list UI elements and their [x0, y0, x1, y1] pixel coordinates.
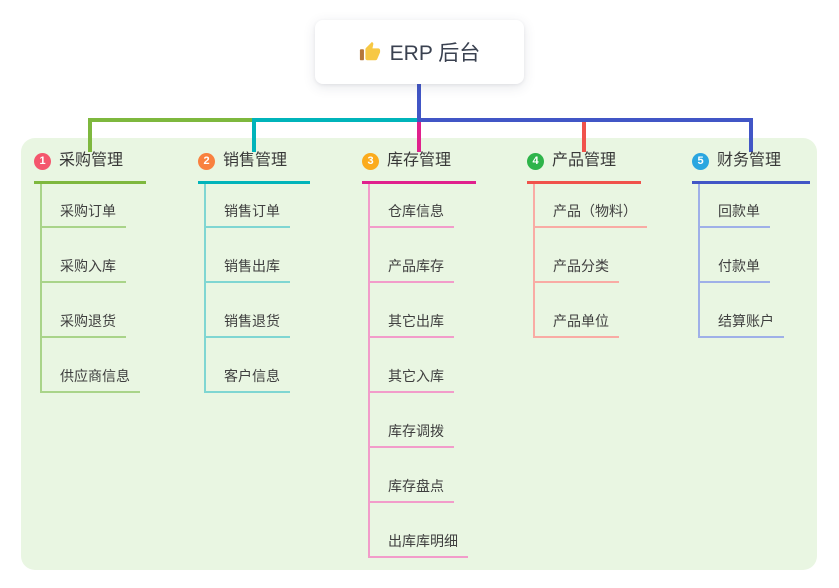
child-node[interactable]: 库存盘点: [370, 448, 454, 503]
branch-drop-3: [417, 122, 421, 152]
branch-3-label: 库存管理: [387, 152, 452, 169]
branch-3: 3 库存管理仓库信息产品库存其它出库其它入库库存调拨库存盘点出库库明细: [362, 150, 476, 558]
branch-4-children: 产品（物料）产品分类产品单位: [533, 184, 647, 338]
child-node[interactable]: 销售退货: [206, 283, 290, 338]
child-node[interactable]: 出库库明细: [370, 503, 468, 558]
branch-2-number-badge: 2: [198, 152, 215, 170]
branch-1-label: 采购管理: [59, 152, 124, 169]
branch-5-heading[interactable]: 5 财务管理: [692, 150, 810, 184]
branch-5-number-badge: 5: [692, 152, 709, 170]
branch-2: 2 销售管理销售订单销售出库销售退货客户信息: [198, 150, 310, 393]
root-stem: [417, 84, 421, 122]
root-node-erp[interactable]: ERP 后台: [315, 20, 524, 84]
branch-drop-4: [582, 118, 586, 152]
bus-segment-teal: [252, 118, 420, 122]
branch-1: 1 采购管理采购订单采购入库采购退货供应商信息: [34, 150, 146, 393]
branch-5: 5 财务管理回款单付款单结算账户: [692, 150, 810, 338]
branch-4-heading[interactable]: 4 产品管理: [527, 150, 641, 184]
branches-panel: [21, 138, 817, 570]
child-node[interactable]: 付款单: [700, 228, 770, 283]
branch-2-heading[interactable]: 2 销售管理: [198, 150, 310, 184]
child-node[interactable]: 产品（物料）: [535, 184, 647, 228]
branch-drop-2: [252, 118, 256, 152]
child-node[interactable]: 产品分类: [535, 228, 619, 283]
child-node[interactable]: 供应商信息: [42, 338, 140, 393]
child-node[interactable]: 采购订单: [42, 184, 126, 228]
branch-5-children: 回款单付款单结算账户: [698, 184, 810, 338]
child-node[interactable]: 仓库信息: [370, 184, 454, 228]
branch-1-children: 采购订单采购入库采购退货供应商信息: [40, 184, 146, 393]
child-node[interactable]: 客户信息: [206, 338, 290, 393]
child-node[interactable]: 库存调拨: [370, 393, 454, 448]
child-node[interactable]: 产品库存: [370, 228, 454, 283]
child-node[interactable]: 采购入库: [42, 228, 126, 283]
bus-segment-blue: [417, 118, 753, 122]
root-node-label: ERP 后台: [389, 42, 481, 65]
child-node[interactable]: 销售出库: [206, 228, 290, 283]
child-node[interactable]: 采购退货: [42, 283, 126, 338]
child-node[interactable]: 销售订单: [206, 184, 290, 228]
child-node[interactable]: 产品单位: [535, 283, 619, 338]
child-node[interactable]: 结算账户: [700, 283, 784, 338]
child-node[interactable]: 其它出库: [370, 283, 454, 338]
branch-5-label: 财务管理: [717, 152, 782, 169]
branch-3-heading[interactable]: 3 库存管理: [362, 150, 476, 184]
child-node[interactable]: 其它入库: [370, 338, 454, 393]
branch-drop-1: [88, 118, 92, 152]
branch-3-number-badge: 3: [362, 152, 379, 170]
branch-1-number-badge: 1: [34, 152, 51, 170]
branch-drop-5: [749, 118, 753, 152]
branch-3-children: 仓库信息产品库存其它出库其它入库库存调拨库存盘点出库库明细: [368, 184, 476, 558]
branch-2-children: 销售订单销售出库销售退货客户信息: [204, 184, 310, 393]
branch-2-label: 销售管理: [223, 152, 288, 169]
child-node[interactable]: 回款单: [700, 184, 770, 228]
branch-4: 4 产品管理产品（物料）产品分类产品单位: [527, 150, 647, 338]
branch-4-label: 产品管理: [552, 152, 617, 169]
thumbs-up-icon: [359, 41, 381, 63]
branch-1-heading[interactable]: 1 采购管理: [34, 150, 146, 184]
branch-4-number-badge: 4: [527, 152, 544, 170]
